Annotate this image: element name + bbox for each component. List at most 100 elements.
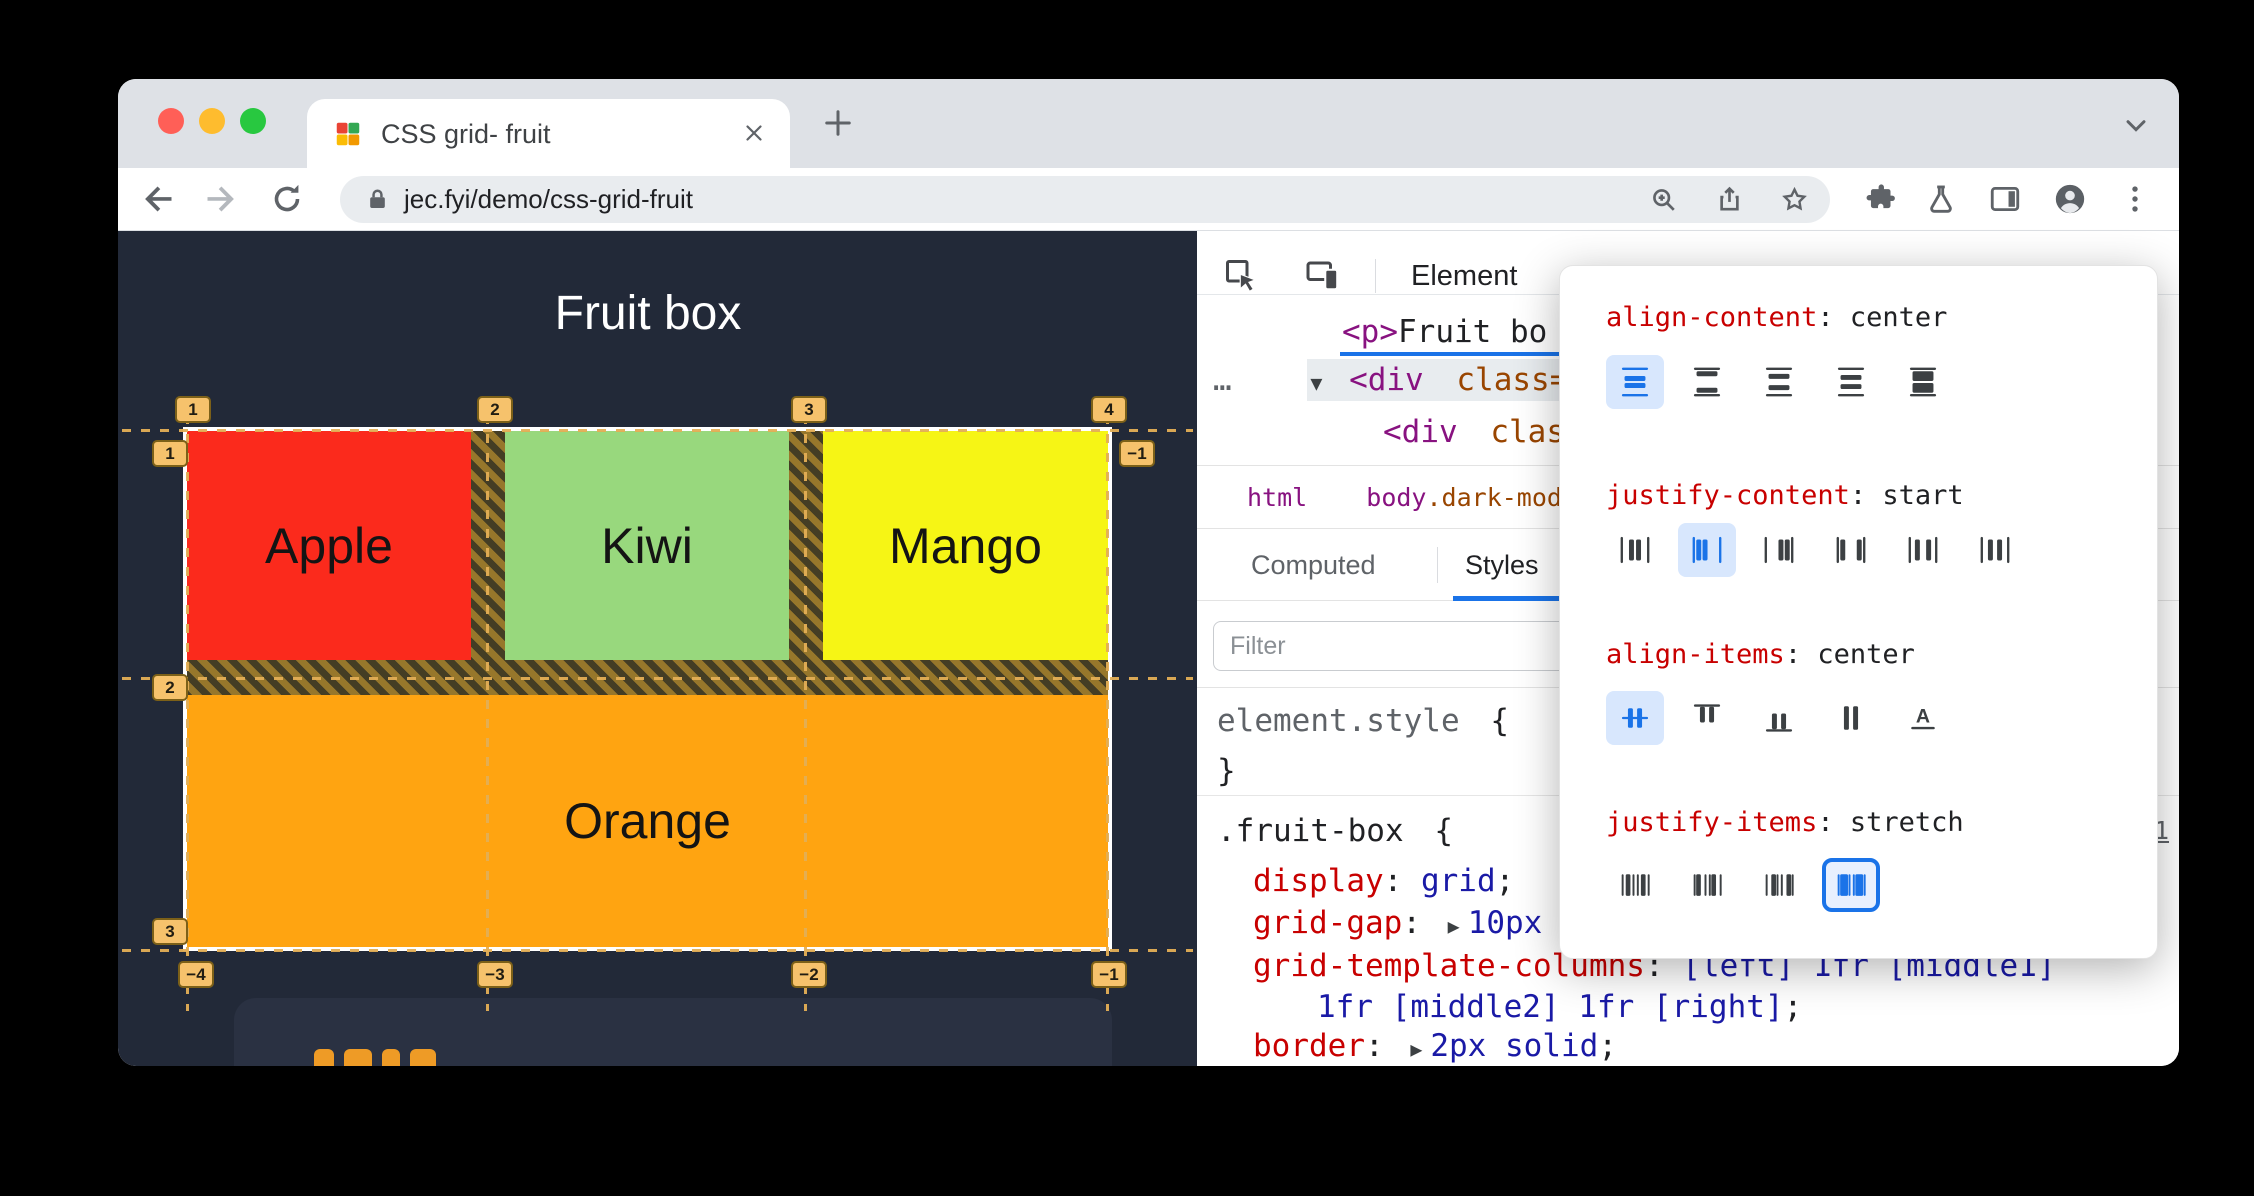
grid-badge: −2 bbox=[791, 961, 827, 988]
expand-arrow-icon[interactable]: ▶ bbox=[1410, 1037, 1423, 1061]
close-window-button[interactable] bbox=[158, 108, 184, 134]
inline-style-selector[interactable]: element.style bbox=[1217, 703, 1460, 739]
decl-display[interactable]: display: grid; bbox=[1253, 859, 1514, 903]
justify-items-start-button[interactable] bbox=[1678, 858, 1736, 912]
expand-arrow-icon[interactable]: ▶ bbox=[1447, 914, 1460, 938]
justify-content-start-button[interactable] bbox=[1678, 523, 1736, 577]
property-value[interactable]: 1fr [middle2] 1fr [right] bbox=[1317, 989, 1784, 1025]
share-icon[interactable] bbox=[1715, 185, 1744, 214]
align-items-property: align-items bbox=[1606, 639, 1785, 670]
grid-cell-apple: Apple bbox=[187, 431, 471, 660]
property-name[interactable]: border bbox=[1253, 1028, 1365, 1064]
colon: : bbox=[1402, 905, 1440, 941]
fruit-box-rule-selector[interactable]: .fruit-box { bbox=[1217, 809, 1453, 853]
decl-grid-template-columns-wrap[interactable]: 1fr [middle2] 1fr [right]; bbox=[1317, 985, 1802, 1029]
justify-content-end-button[interactable] bbox=[1750, 523, 1808, 577]
justify-items-stretch-button[interactable] bbox=[1822, 858, 1880, 912]
colon: : bbox=[1784, 639, 1818, 670]
align-items-center-button[interactable] bbox=[1606, 691, 1664, 745]
property-name[interactable]: grid-gap bbox=[1253, 905, 1403, 941]
web-page: Fruit box Apple Kiwi Mango Orange 1 2 3 … bbox=[118, 231, 1197, 1066]
breadcrumb-body[interactable]: body bbox=[1366, 483, 1427, 512]
back-icon[interactable] bbox=[140, 181, 176, 217]
justify-items-property: justify-items bbox=[1606, 807, 1818, 838]
extensions-puzzle-icon[interactable] bbox=[1864, 182, 1898, 216]
element-style-rule[interactable]: element.style { bbox=[1217, 699, 1509, 743]
tab-computed[interactable]: Computed bbox=[1251, 550, 1376, 580]
property-value[interactable]: grid bbox=[1420, 863, 1496, 899]
justify-items-center-button[interactable] bbox=[1606, 858, 1664, 912]
dom-node-div-fruitbox[interactable]: … ▼ <div class= bbox=[1197, 359, 2179, 401]
dom-node-p[interactable]: <p>Fruit bo bbox=[1197, 311, 2179, 353]
align-items-start-icon bbox=[1693, 704, 1721, 723]
property-value[interactable]: 2px solid bbox=[1430, 1028, 1599, 1064]
align-content-center-button[interactable] bbox=[1606, 355, 1664, 409]
profile-avatar-icon[interactable] bbox=[2053, 182, 2087, 216]
semicolon: ; bbox=[1495, 863, 1515, 899]
bookmark-star-icon[interactable] bbox=[1780, 185, 1809, 214]
align-items-label: align-items: center bbox=[1606, 635, 1915, 675]
grid-line-row-1 bbox=[122, 429, 1193, 432]
justify-items-end-button[interactable] bbox=[1750, 858, 1808, 912]
apple-label: Apple bbox=[265, 517, 393, 574]
property-value[interactable]: 10px bbox=[1467, 905, 1543, 941]
grid-cell-kiwi: Kiwi bbox=[505, 431, 789, 660]
property-name[interactable]: display bbox=[1253, 863, 1384, 899]
tab-elements[interactable]: Element bbox=[1411, 260, 1518, 292]
collapse-arrow-icon[interactable]: ▼ bbox=[1310, 371, 1323, 395]
browser-tab[interactable]: CSS grid- fruit bbox=[307, 99, 790, 168]
grid-alignment-popup: align-content: center bbox=[1559, 265, 2158, 959]
forward-icon[interactable] bbox=[203, 181, 239, 217]
justify-content-center-icon bbox=[1620, 536, 1650, 564]
justify-content-space-evenly-button[interactable] bbox=[1966, 523, 2024, 577]
p-text: Fruit bo bbox=[1398, 314, 1548, 350]
align-content-space-evenly-button[interactable] bbox=[1822, 355, 1880, 409]
new-tab-button[interactable] bbox=[820, 105, 856, 141]
inspect-element-icon[interactable] bbox=[1223, 257, 1259, 298]
align-content-space-around-button[interactable] bbox=[1750, 355, 1808, 409]
decl-border[interactable]: border: ▶2px solid; bbox=[1253, 1024, 1617, 1066]
zoom-icon[interactable] bbox=[1649, 185, 1678, 214]
grid-badge: −1 bbox=[1091, 961, 1127, 988]
address-bar[interactable]: jec.fyi/demo/css-grid-fruit bbox=[340, 176, 1830, 223]
justify-items-value: stretch bbox=[1849, 807, 1964, 838]
grid-badge: 3 bbox=[152, 918, 188, 945]
tab-search-chevron-icon[interactable] bbox=[2120, 109, 2152, 141]
flask-icon[interactable] bbox=[1924, 182, 1958, 216]
breadcrumb-html[interactable]: html bbox=[1247, 483, 1308, 512]
align-items-end-button[interactable] bbox=[1750, 691, 1808, 745]
reload-icon[interactable] bbox=[269, 181, 305, 217]
gutter-ellipsis-icon[interactable]: … bbox=[1213, 362, 1234, 398]
justify-items-center-icon bbox=[1621, 874, 1650, 896]
zoom-window-button[interactable] bbox=[240, 108, 266, 134]
align-content-space-between-button[interactable] bbox=[1678, 355, 1736, 409]
breadcrumb-body-class[interactable]: .dark-mode bbox=[1426, 483, 1578, 512]
justify-content-center-button[interactable] bbox=[1606, 523, 1664, 577]
device-toolbar-icon[interactable] bbox=[1305, 257, 1341, 298]
grid-line-column-4 bbox=[1106, 396, 1109, 1011]
menu-dots-icon[interactable] bbox=[2118, 182, 2152, 216]
align-content-property: align-content bbox=[1606, 302, 1818, 333]
rule-selector[interactable]: .fruit-box bbox=[1217, 813, 1404, 849]
grid-badge: −3 bbox=[477, 961, 513, 988]
grid-badge: 1 bbox=[152, 440, 188, 467]
align-items-stretch-button[interactable] bbox=[1822, 691, 1880, 745]
tab-close-icon[interactable] bbox=[741, 120, 767, 146]
justify-content-space-between-button[interactable] bbox=[1822, 523, 1880, 577]
mango-label: Mango bbox=[889, 517, 1042, 574]
grid-line-column-1 bbox=[186, 396, 189, 1011]
semicolon: ; bbox=[1783, 989, 1803, 1025]
grid-line-column-3 bbox=[804, 396, 807, 1011]
align-content-stretch-button[interactable] bbox=[1894, 355, 1952, 409]
justify-content-end-icon bbox=[1764, 536, 1794, 564]
minimize-window-button[interactable] bbox=[199, 108, 225, 134]
toolbar-divider bbox=[1375, 259, 1376, 293]
decl-grid-gap[interactable]: grid-gap: ▶ 10px bbox=[1253, 901, 1542, 945]
side-panel-icon[interactable] bbox=[1988, 182, 2022, 216]
align-items-baseline-button[interactable]: A bbox=[1894, 691, 1952, 745]
align-items-start-button[interactable] bbox=[1678, 691, 1736, 745]
tab-styles[interactable]: Styles bbox=[1465, 550, 1539, 580]
justify-content-space-around-button[interactable] bbox=[1894, 523, 1952, 577]
url-text[interactable]: jec.fyi/demo/css-grid-fruit bbox=[404, 184, 693, 214]
dom-node-div-child[interactable]: <div clas bbox=[1197, 411, 2179, 453]
